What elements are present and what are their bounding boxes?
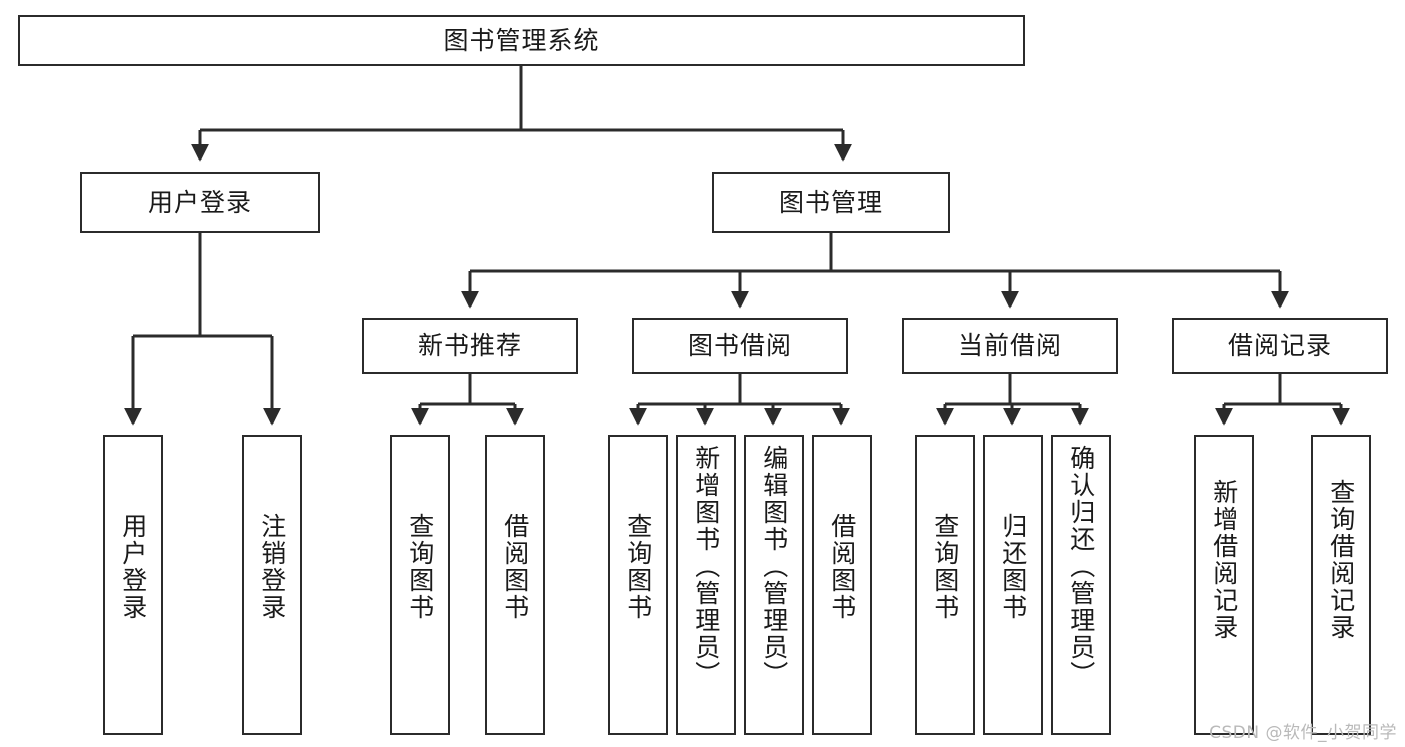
node-label: 借阅记录 [1227, 331, 1332, 361]
node-new-book-recommend[interactable]: 新书推荐 [362, 318, 578, 374]
node-current-borrow[interactable]: 当前借阅 [902, 318, 1118, 374]
node-label: 注销登录 [257, 513, 287, 621]
leaf-return-book[interactable]: 归还图书 [983, 435, 1043, 735]
node-label: 查询图书 [623, 513, 653, 621]
node-label: 编辑图书（管理员） [759, 445, 789, 688]
node-label: 当前借阅 [957, 331, 1062, 361]
leaf-query-borrow-record[interactable]: 查询借阅记录 [1311, 435, 1371, 735]
node-label: 借阅图书 [827, 513, 857, 621]
node-user-login[interactable]: 用户登录 [80, 172, 320, 233]
leaf-edit-book-admin[interactable]: 编辑图书（管理员） [744, 435, 804, 735]
leaf-confirm-return-admin[interactable]: 确认归还（管理员） [1051, 435, 1111, 735]
leaf-add-book-admin[interactable]: 新增图书（管理员） [676, 435, 736, 735]
leaf-user-login[interactable]: 用户登录 [103, 435, 163, 735]
node-label: 图书管理系统 [443, 25, 600, 55]
leaf-query-book-current[interactable]: 查询图书 [915, 435, 975, 735]
node-label: 图书管理 [778, 187, 883, 217]
node-label: 确认归还（管理员） [1066, 445, 1096, 688]
node-label: 查询借阅记录 [1326, 479, 1356, 641]
node-label: 借阅图书 [500, 513, 530, 621]
node-book-borrow[interactable]: 图书借阅 [632, 318, 848, 374]
leaf-logout[interactable]: 注销登录 [242, 435, 302, 735]
node-label: 用户登录 [118, 513, 148, 621]
node-label: 用户登录 [147, 187, 252, 217]
node-label: 新增图书（管理员） [691, 445, 721, 688]
node-label: 归还图书 [998, 513, 1028, 621]
leaf-query-book-recommend[interactable]: 查询图书 [390, 435, 450, 735]
node-label: 图书借阅 [687, 331, 792, 361]
leaf-borrow-book[interactable]: 借阅图书 [812, 435, 872, 735]
node-label: 新书推荐 [417, 331, 522, 361]
leaf-query-book-borrow[interactable]: 查询图书 [608, 435, 668, 735]
csdn-watermark: CSDN @软件_小贺同学 [1209, 723, 1397, 743]
node-book-management[interactable]: 图书管理 [712, 172, 950, 233]
node-label: 查询图书 [405, 513, 435, 621]
leaf-add-borrow-record[interactable]: 新增借阅记录 [1194, 435, 1254, 735]
node-label: 查询图书 [930, 513, 960, 621]
node-root-book-management-system[interactable]: 图书管理系统 [18, 15, 1025, 66]
node-label: 新增借阅记录 [1209, 479, 1239, 641]
node-borrow-record[interactable]: 借阅记录 [1172, 318, 1388, 374]
leaf-borrow-book-recommend[interactable]: 借阅图书 [485, 435, 545, 735]
